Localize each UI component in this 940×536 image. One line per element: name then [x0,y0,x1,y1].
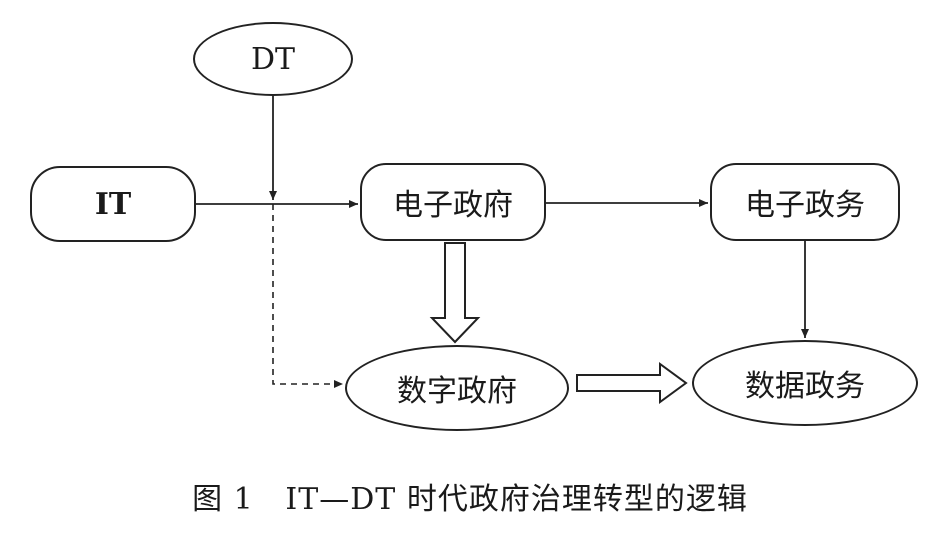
hollow-arrow-down [429,242,481,344]
node-digital-government: 数字政府 [345,345,569,431]
node-dt-label: DT [250,41,296,77]
figure-title: IT—DT 时代政府治理转型的逻辑 [285,482,748,517]
node-e-affairs-label: 电子政务 [745,188,865,223]
node-e-government-label: 电子政府 [393,188,513,223]
edge-dashed-to-digital-gov [272,204,343,388]
node-dt: DT [193,22,353,96]
node-e-government: 电子政府 [360,163,546,241]
figure-caption: 图 1 IT—DT 时代政府治理转型的逻辑 [0,474,940,518]
node-data-affairs-label: 数据政务 [745,369,865,404]
node-e-affairs: 电子政务 [710,163,900,241]
node-it-label: IT [94,186,132,222]
figure-label: 图 1 [192,482,254,517]
node-digital-government-label: 数字政府 [397,374,517,409]
hollow-arrow-right [576,362,688,404]
node-it: IT [30,166,196,242]
node-data-affairs: 数据政务 [692,340,918,426]
